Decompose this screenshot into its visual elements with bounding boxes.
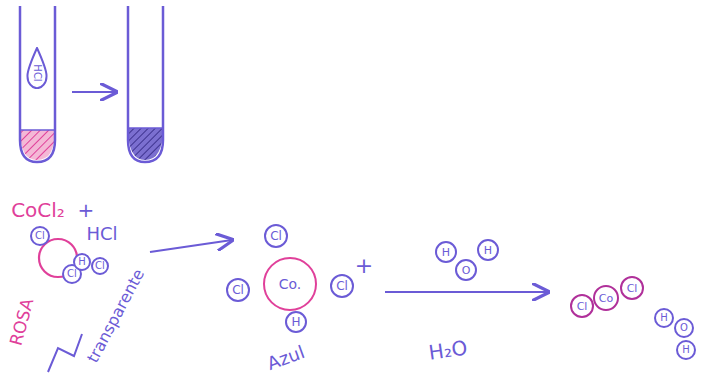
plus-sign: + [78,200,95,220]
color-note: Azul [265,343,307,373]
atom-symbol: Cl [270,230,282,242]
atom-circle: H [285,311,307,333]
atom-symbol: O [680,323,688,333]
atom-symbol: Co [599,293,613,304]
atom-circle: H [654,308,674,328]
atom-circle: Cl [30,226,50,246]
plus-sign: + [355,255,373,277]
atom-symbol: H [442,247,450,258]
test-tube [128,6,163,162]
test-tube [20,6,55,162]
atom-symbol: H [484,245,492,256]
atom-circle: Cl [620,276,644,300]
atom-circle: O [455,259,477,281]
atom-circle: H [435,241,457,263]
atom-symbol: H [78,257,86,267]
atom-symbol: Cl [336,280,348,292]
atom-circle: Cl [226,278,250,302]
atom-symbol: Cl [577,301,588,312]
atom-symbol: Cl [627,283,638,294]
bracket [48,334,82,372]
arrow [385,291,548,293]
formula: HCl [86,225,117,243]
atom-circle: Cl [570,294,594,318]
atom-circle: Co. [263,257,317,311]
atom-symbol: Cl [95,261,105,271]
formula: CoCl₂ [11,200,65,220]
atom-symbol: O [462,265,471,276]
color-note: ROSA [8,297,37,348]
arrow [72,91,116,93]
atom-circle: O [674,318,694,338]
blue-liquid [128,128,163,160]
atom-symbol: Co. [279,277,302,291]
atom-symbol: H [291,316,300,328]
atom-symbol: Cl [35,231,45,241]
atom-symbol: HCl [32,65,42,82]
formula: H₂O [427,337,468,362]
atom-symbol: Cl [232,284,244,296]
atom-circle: H [73,253,91,271]
atom-circle: H [477,239,499,261]
color-note: transparente [85,267,148,366]
atom-circle: Cl [91,257,109,275]
atom-symbol: Cl [67,269,77,279]
atom-circle: Cl [264,224,288,248]
atom-circle: Co [593,285,619,311]
atom-symbol: H [660,313,668,323]
arrow [150,240,232,252]
reagent-drop: HCl [26,47,48,89]
atom-circle: Cl [330,274,354,298]
atom-symbol: H [682,345,690,355]
atom-circle: H [676,340,696,360]
